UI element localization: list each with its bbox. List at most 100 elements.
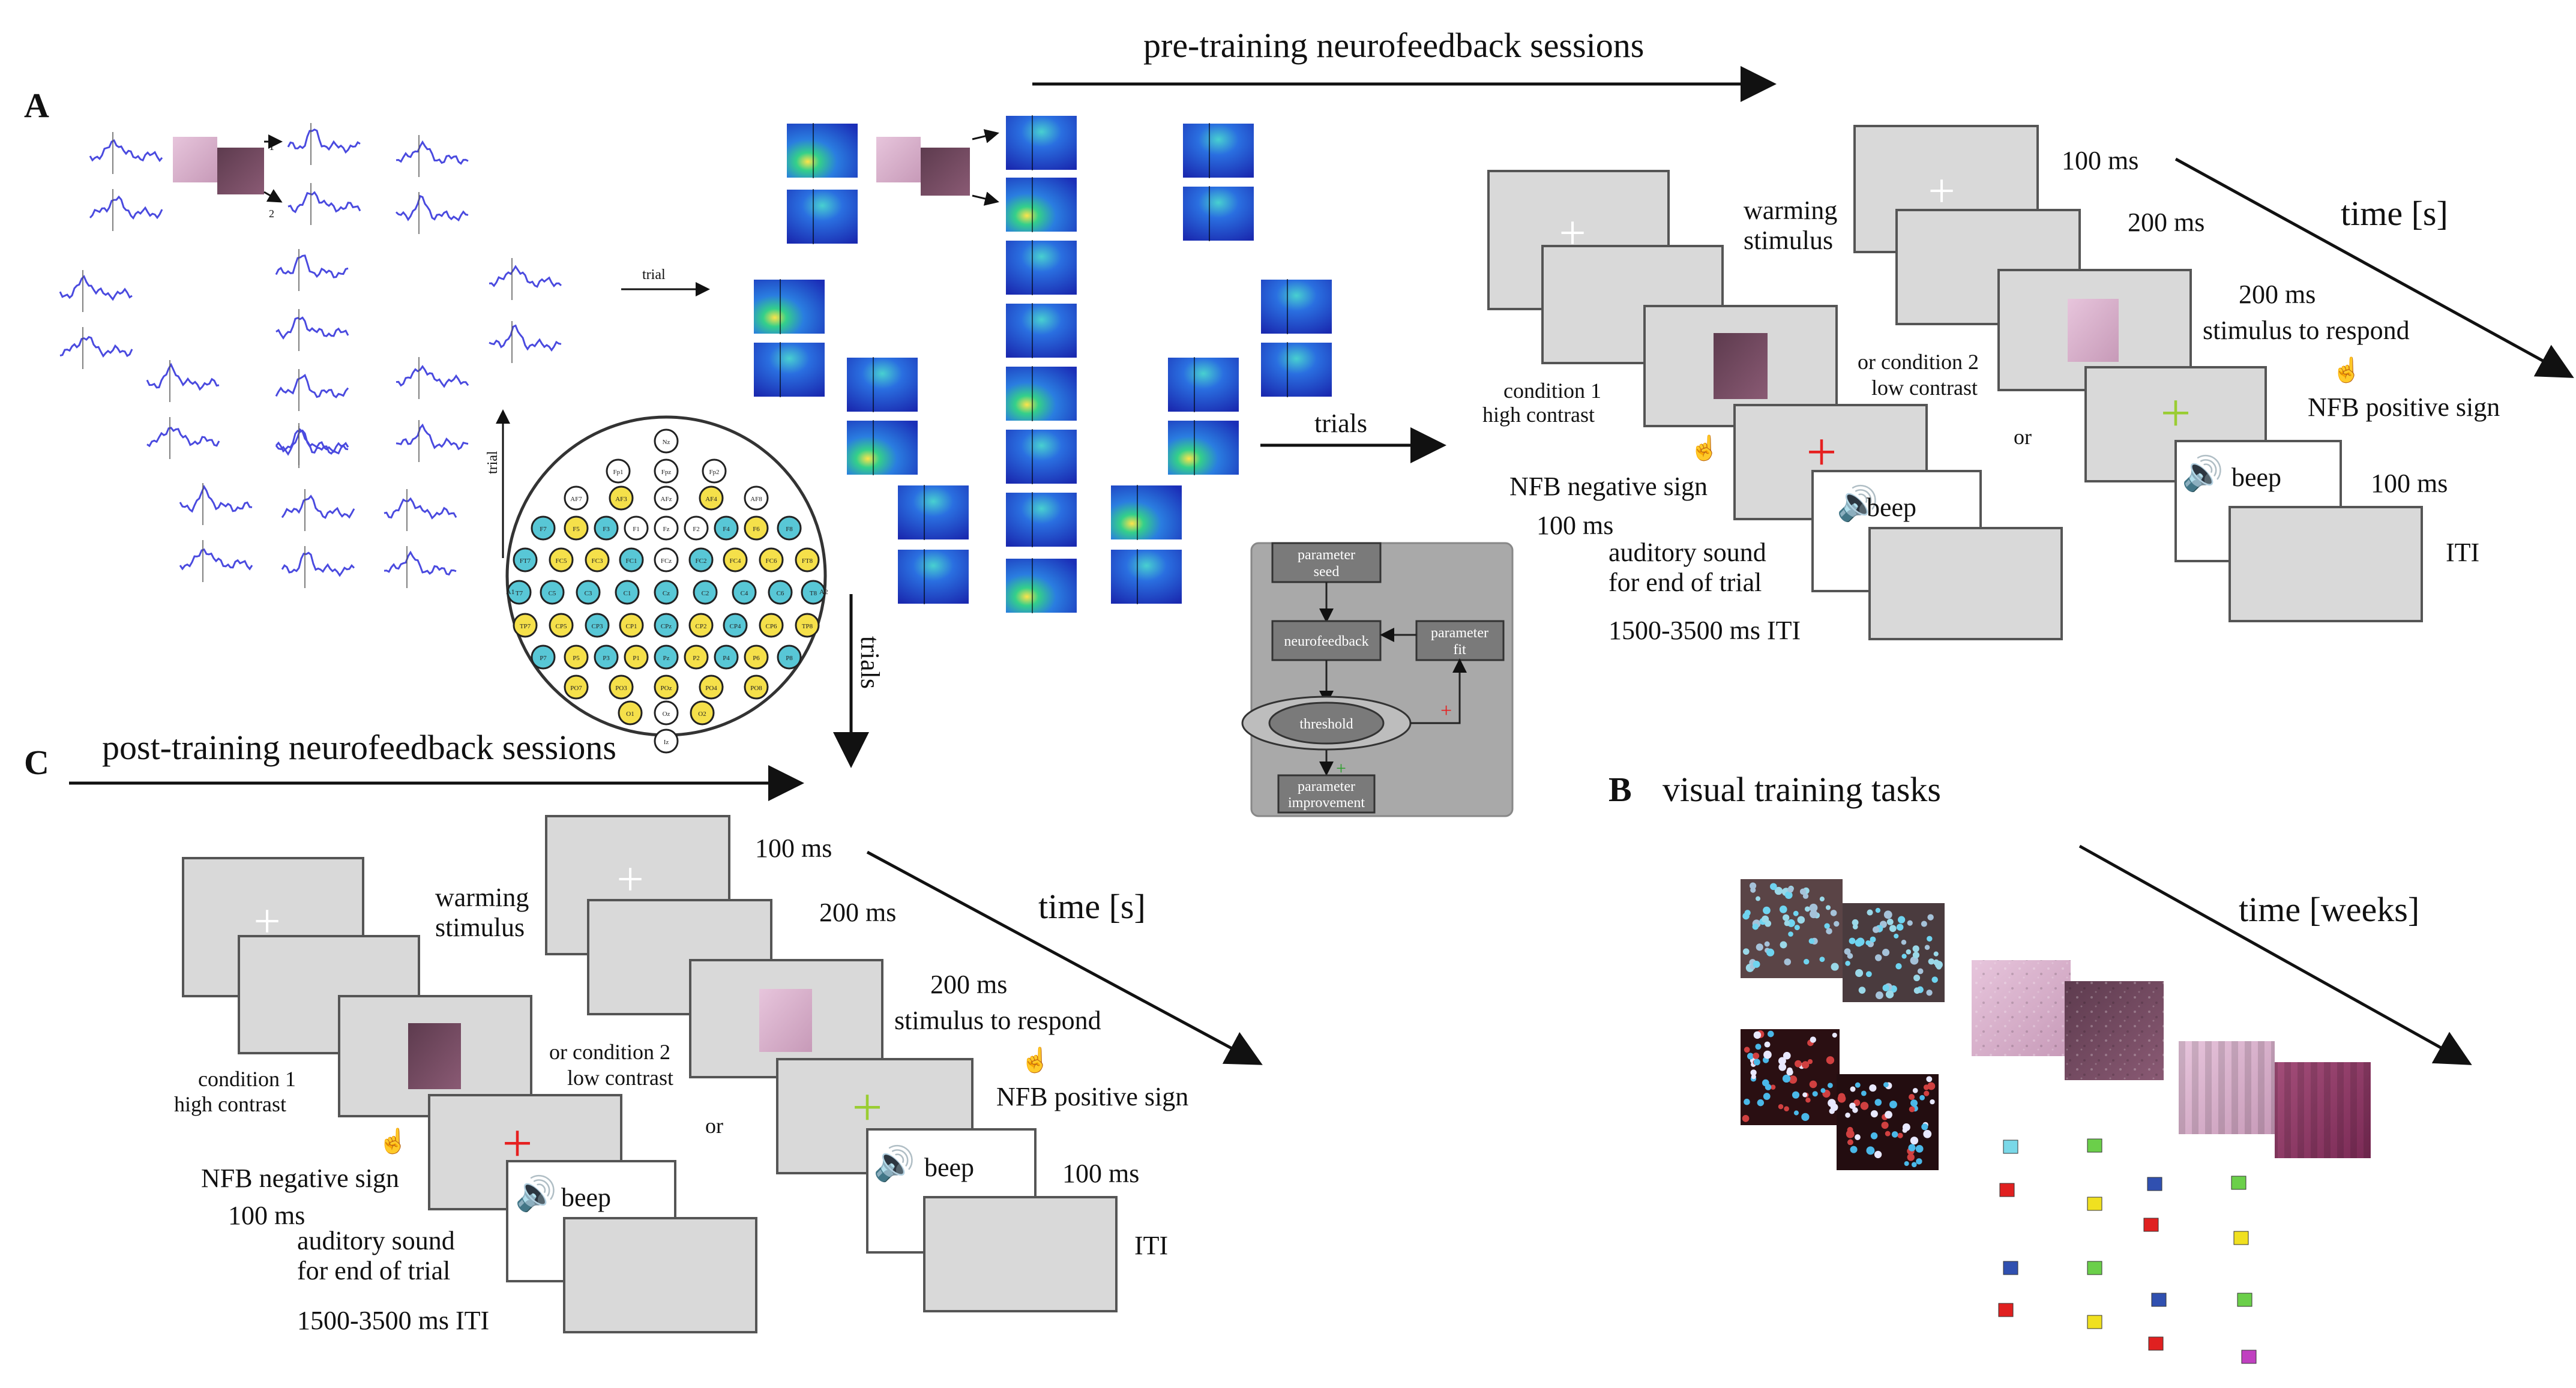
electrode bbox=[795, 613, 820, 638]
svg-text:+: + bbox=[2161, 383, 2191, 443]
stimulus-dot bbox=[1849, 1102, 1856, 1110]
color-square bbox=[2143, 1218, 2159, 1232]
stimulus-dot bbox=[1913, 975, 1921, 982]
post-cond2-stim bbox=[759, 989, 812, 1052]
stimulus-dot bbox=[1751, 1074, 1756, 1080]
electrode bbox=[654, 580, 679, 605]
post-or: or bbox=[705, 1114, 723, 1138]
header-pre-training: pre-training neurofeedback sessions bbox=[1143, 26, 1644, 65]
stimulus-dot bbox=[1894, 933, 1899, 939]
tf-map bbox=[1005, 176, 1078, 233]
electrode bbox=[688, 613, 714, 638]
stimulus-dot bbox=[1927, 936, 1933, 942]
svg-text:+: + bbox=[1336, 759, 1346, 778]
eeg-trace bbox=[395, 194, 469, 222]
tf-map bbox=[1005, 239, 1078, 296]
stimulus-dot bbox=[1809, 1080, 1817, 1089]
stimulus-dot bbox=[1787, 886, 1794, 893]
stimulus-dot bbox=[1753, 960, 1760, 968]
electrode-label: C6 bbox=[777, 590, 784, 597]
stimulus-dot bbox=[1933, 951, 1939, 957]
electrode-label: FC5 bbox=[556, 557, 567, 565]
stimulus-dot bbox=[1923, 1129, 1932, 1138]
stimulus-dot bbox=[1742, 1115, 1750, 1122]
post-100ms-b: 100 ms bbox=[228, 1201, 305, 1230]
post-protocol: + + 🔊 beep + + 🔊 beep warming stimulus 1… bbox=[174, 815, 1263, 1335]
stimulus-dot bbox=[1786, 1069, 1793, 1076]
stimulus-dot bbox=[1763, 906, 1771, 915]
electrode bbox=[759, 613, 784, 638]
electrode bbox=[594, 515, 619, 541]
tf-stimulus-light bbox=[876, 137, 921, 182]
eeg-trace bbox=[59, 275, 133, 301]
stimulus-dot bbox=[1865, 940, 1871, 946]
stimulus-dot bbox=[1885, 1111, 1892, 1119]
electrode-label: Oz bbox=[663, 711, 670, 718]
stimulus-dot bbox=[1886, 918, 1894, 925]
color-square bbox=[2151, 1293, 2167, 1307]
svg-text:☝: ☝ bbox=[1020, 1045, 1050, 1074]
electrode-label: P8 bbox=[786, 655, 793, 662]
tf-map bbox=[1005, 491, 1078, 548]
electrode bbox=[654, 547, 679, 572]
electrode-label: PO3 bbox=[615, 685, 627, 692]
eeg-trace bbox=[89, 195, 163, 220]
stimulus-dot bbox=[1907, 1153, 1915, 1161]
svg-text:☝: ☝ bbox=[1690, 433, 1720, 462]
electrode bbox=[702, 458, 727, 484]
pre-iti-range: 1500-3500 ms ITI bbox=[1608, 616, 1801, 645]
stimulus-dot bbox=[1882, 984, 1889, 991]
stimulus-dot bbox=[1802, 893, 1809, 899]
electrode-label: T7 bbox=[516, 590, 523, 597]
tf-map bbox=[1005, 365, 1078, 422]
pre-nfb-negative: NFB negative sign bbox=[1509, 472, 1708, 501]
eeg-trace bbox=[287, 128, 361, 154]
electrode-label: FC3 bbox=[592, 557, 603, 565]
stimulus-dot bbox=[1778, 1057, 1786, 1065]
color-square bbox=[2237, 1293, 2252, 1307]
post-nfb-negative: NFB negative sign bbox=[201, 1164, 399, 1193]
eeg-trace bbox=[281, 551, 355, 577]
panel-letter-c: C bbox=[24, 743, 49, 782]
color-square bbox=[2147, 1177, 2162, 1191]
stimulus-dot bbox=[1750, 1069, 1757, 1076]
electrode-label: F8 bbox=[786, 526, 793, 533]
stimulus-dot bbox=[1911, 1162, 1917, 1168]
stimulus-dot bbox=[1910, 1137, 1919, 1145]
electrode-label: Fpz bbox=[661, 469, 672, 476]
stimulus-dot bbox=[1793, 1110, 1799, 1116]
stimulus-dot bbox=[1831, 963, 1839, 971]
stimulus-dot bbox=[1921, 1123, 1928, 1131]
panel-letter-a: A bbox=[24, 86, 49, 125]
color-square bbox=[1998, 1303, 2014, 1317]
eeg-trace bbox=[146, 427, 220, 448]
electrode bbox=[768, 580, 793, 605]
electrode-label: FC1 bbox=[626, 557, 637, 565]
electrode-label: P7 bbox=[540, 655, 547, 662]
electrode-label: AF7 bbox=[570, 496, 582, 503]
pre-100ms-b: 100 ms bbox=[1536, 511, 1613, 540]
electrode-label: C4 bbox=[741, 590, 748, 597]
color-square bbox=[2148, 1336, 2164, 1351]
electrode bbox=[744, 644, 769, 670]
electrode bbox=[693, 580, 718, 605]
stimulus-dot bbox=[1901, 954, 1907, 959]
stimulus-dot bbox=[1849, 937, 1856, 945]
stimulus-dot bbox=[1749, 882, 1757, 889]
stimulus-dot bbox=[1926, 1076, 1933, 1083]
electrode bbox=[699, 485, 724, 511]
flow-improve-1: parameter bbox=[1298, 779, 1355, 795]
eeg-trace bbox=[275, 429, 349, 453]
stimulus-dot bbox=[1898, 916, 1906, 924]
electrode-label: CP3 bbox=[592, 623, 603, 630]
post-auditory-1: auditory sound bbox=[297, 1226, 455, 1255]
stimulus-dot bbox=[1763, 1050, 1772, 1059]
color-squares bbox=[1998, 1138, 2257, 1364]
svg-text:+: + bbox=[616, 853, 643, 906]
stimulus-dot bbox=[1846, 1129, 1855, 1138]
stimulus-dot bbox=[1906, 949, 1912, 955]
stimulus-dot bbox=[1762, 915, 1769, 923]
electrode bbox=[540, 580, 565, 605]
electrode-label: CP6 bbox=[766, 623, 777, 630]
